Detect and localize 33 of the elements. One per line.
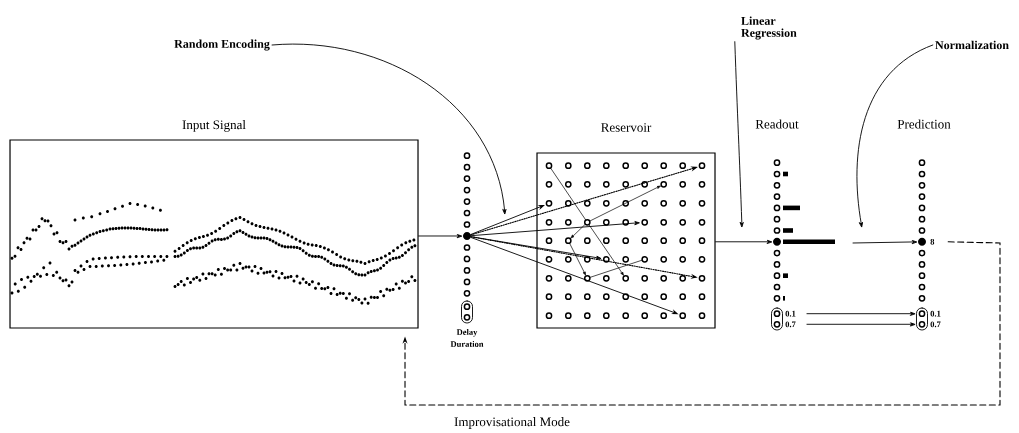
arrow [856,44,934,228]
neuron [679,312,687,320]
neuron [698,162,706,170]
annotation: Linear Regression [741,16,797,40]
arrow [470,204,545,235]
column-heading: Prediction [897,119,951,129]
panel-heading: Input Signal [182,120,246,132]
annotation: Random Encoding [174,39,270,51]
arrow [470,237,678,315]
arrow [806,322,916,327]
neuron [545,199,553,207]
value-label: 0.1 [785,310,796,317]
arrow [418,234,462,238]
arrow [402,241,1001,406]
arrow [806,311,916,316]
annotation: Normalization [935,40,1009,50]
value-label: 0.1 [930,310,941,317]
column-heading: Readout [755,119,799,129]
edge-label: Improvisational Mode [452,415,572,431]
arrow [715,239,772,244]
value-label: 0.7 [785,321,796,328]
arrow [470,236,602,260]
arrow [852,240,917,244]
arrow [470,221,640,237]
annotation: Delay Duration [450,329,484,347]
panel-heading: Reservoir [601,123,652,132]
value-label: 8 [930,238,935,245]
neuron [602,255,610,263]
arrow [271,43,507,215]
neuron [641,218,649,226]
neuron [698,274,706,282]
arrow [734,41,744,228]
value-label: 0.7 [930,321,941,328]
